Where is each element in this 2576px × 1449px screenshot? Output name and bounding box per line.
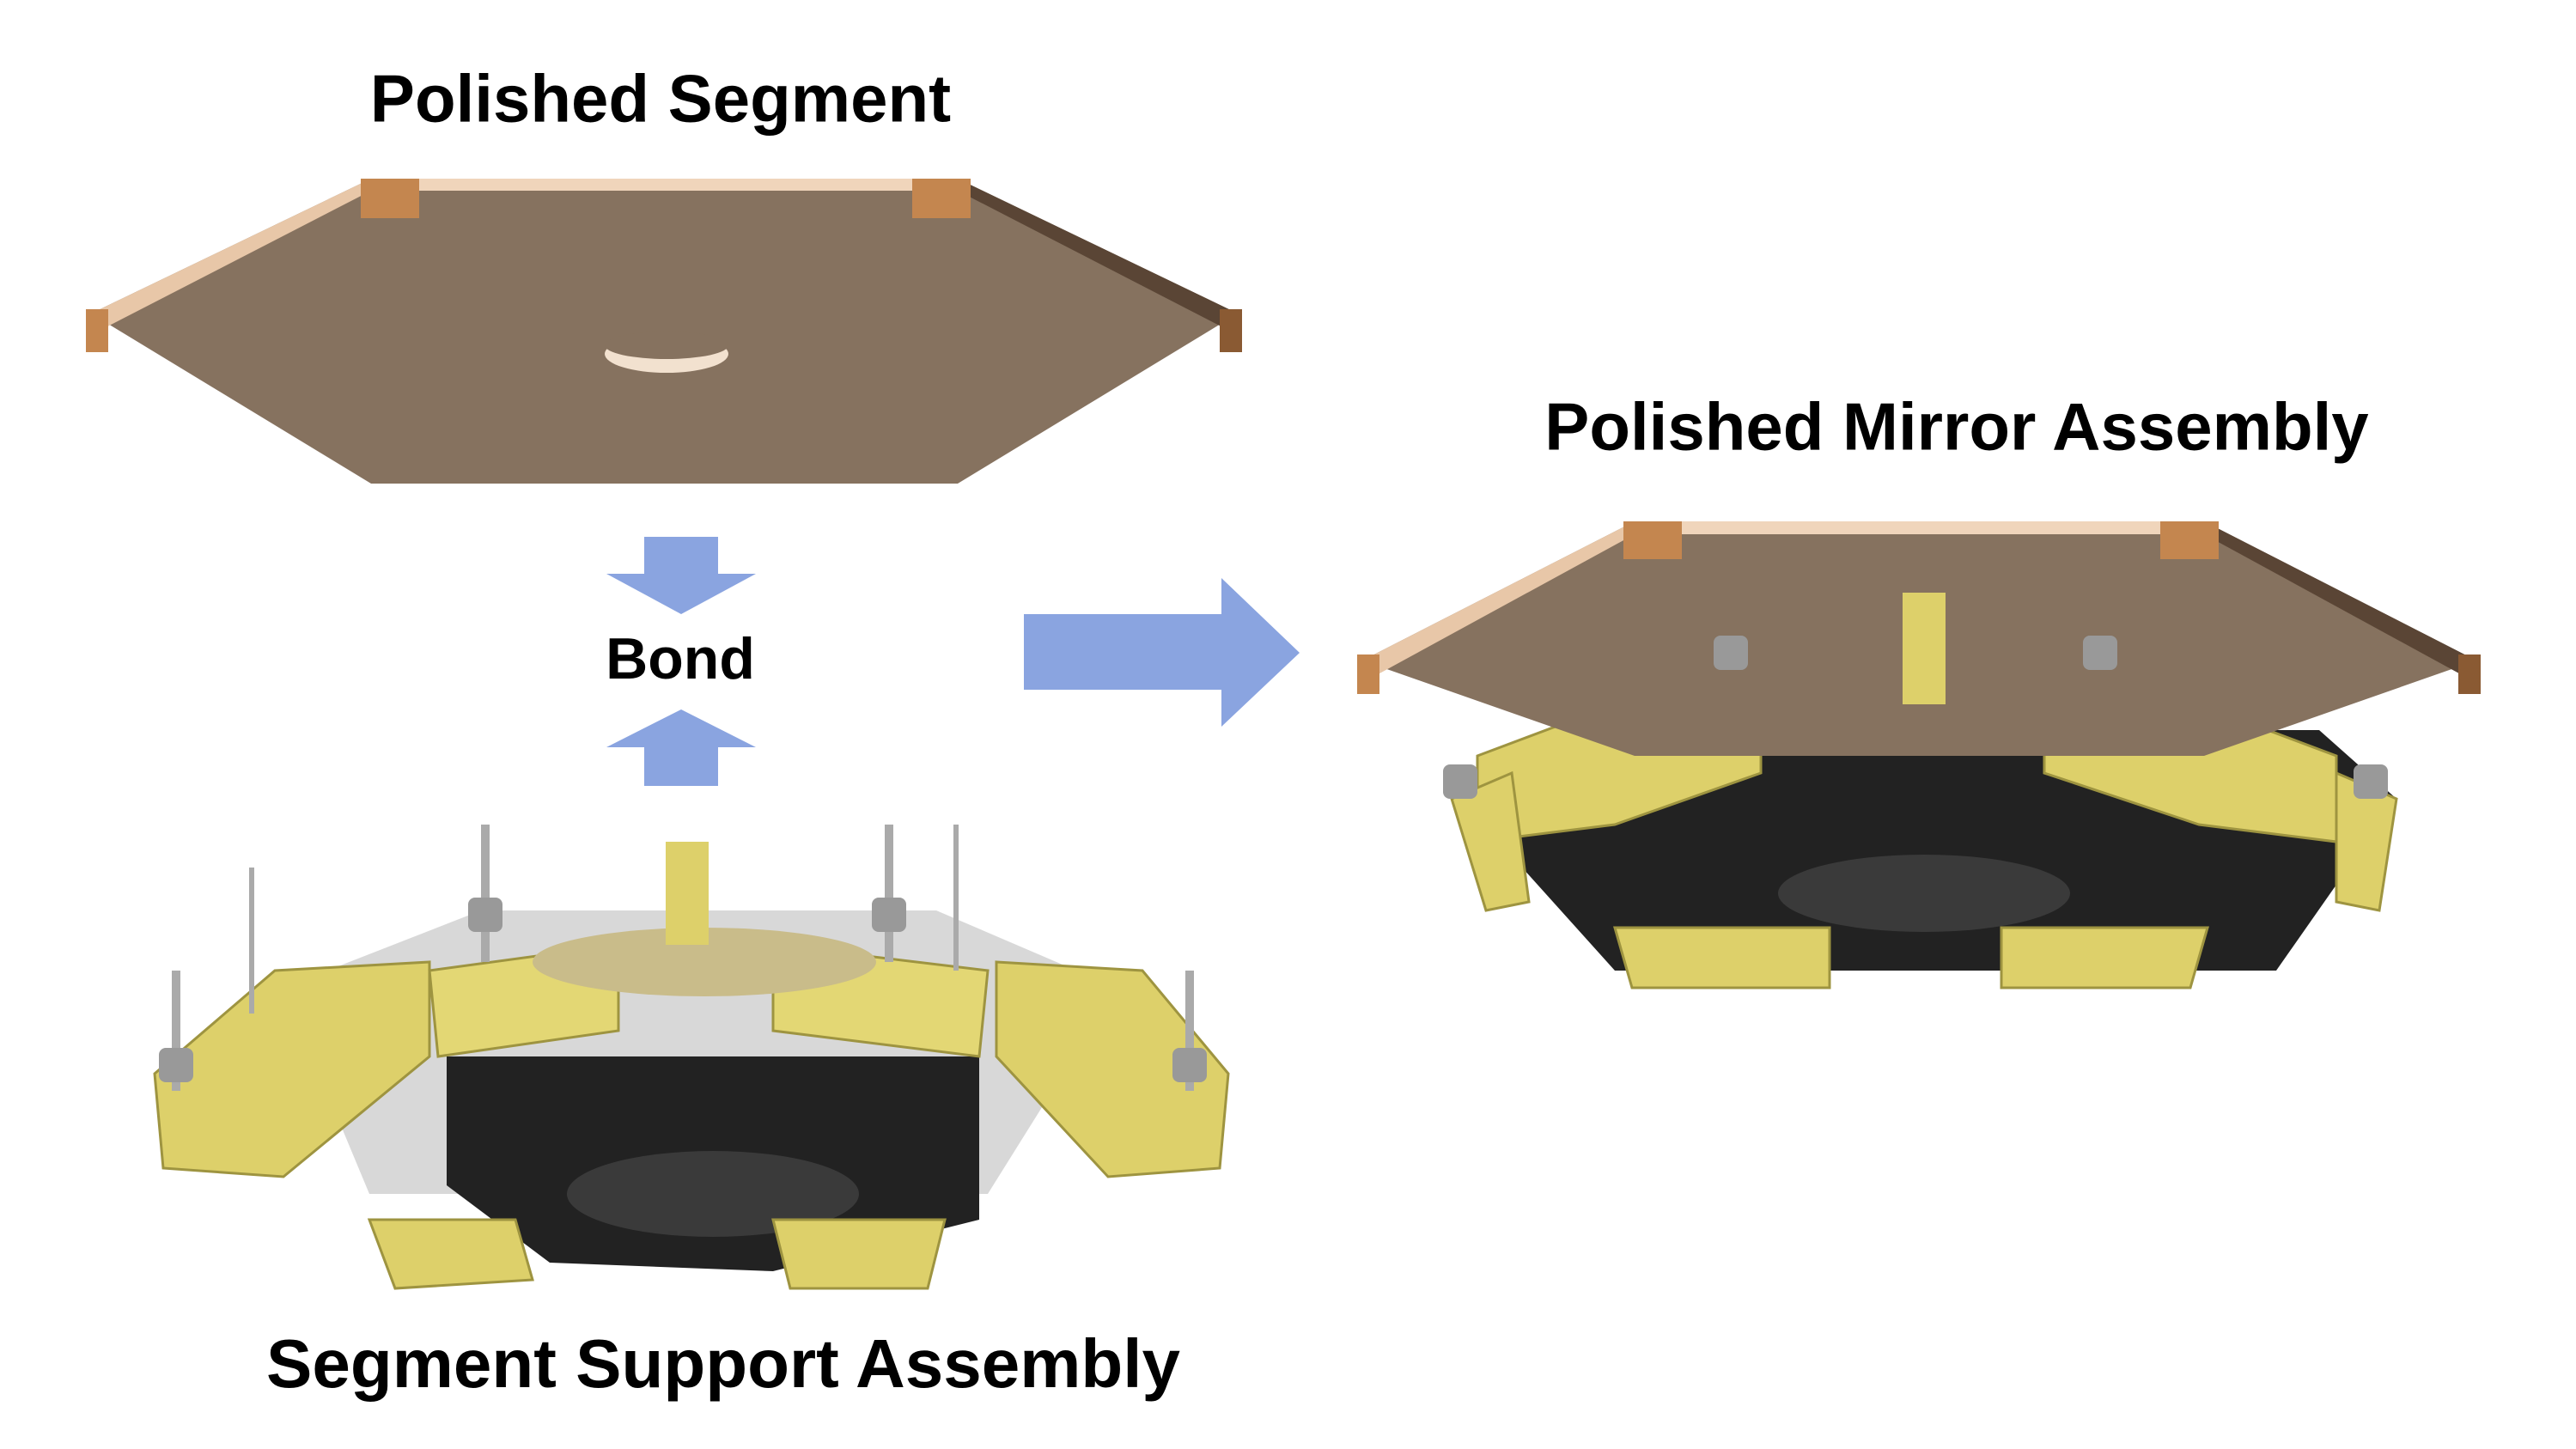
polished-mirror-assembly-title: Polished Mirror Assembly — [1544, 388, 2369, 465]
right-arrow-icon — [1024, 578, 1300, 727]
down-arrow-icon — [606, 537, 756, 614]
segment-support-assembly-graphic — [153, 825, 1230, 1290]
polished-segment-graphic — [86, 179, 1242, 484]
polished-segment-title: Polished Segment — [369, 60, 952, 137]
bond-label: Bond — [606, 626, 755, 691]
up-arrow-icon — [606, 709, 756, 786]
polished-mirror-assembly-graphic — [1357, 521, 2481, 989]
segment-support-assembly-title: Segment Support Assembly — [266, 1325, 1180, 1402]
